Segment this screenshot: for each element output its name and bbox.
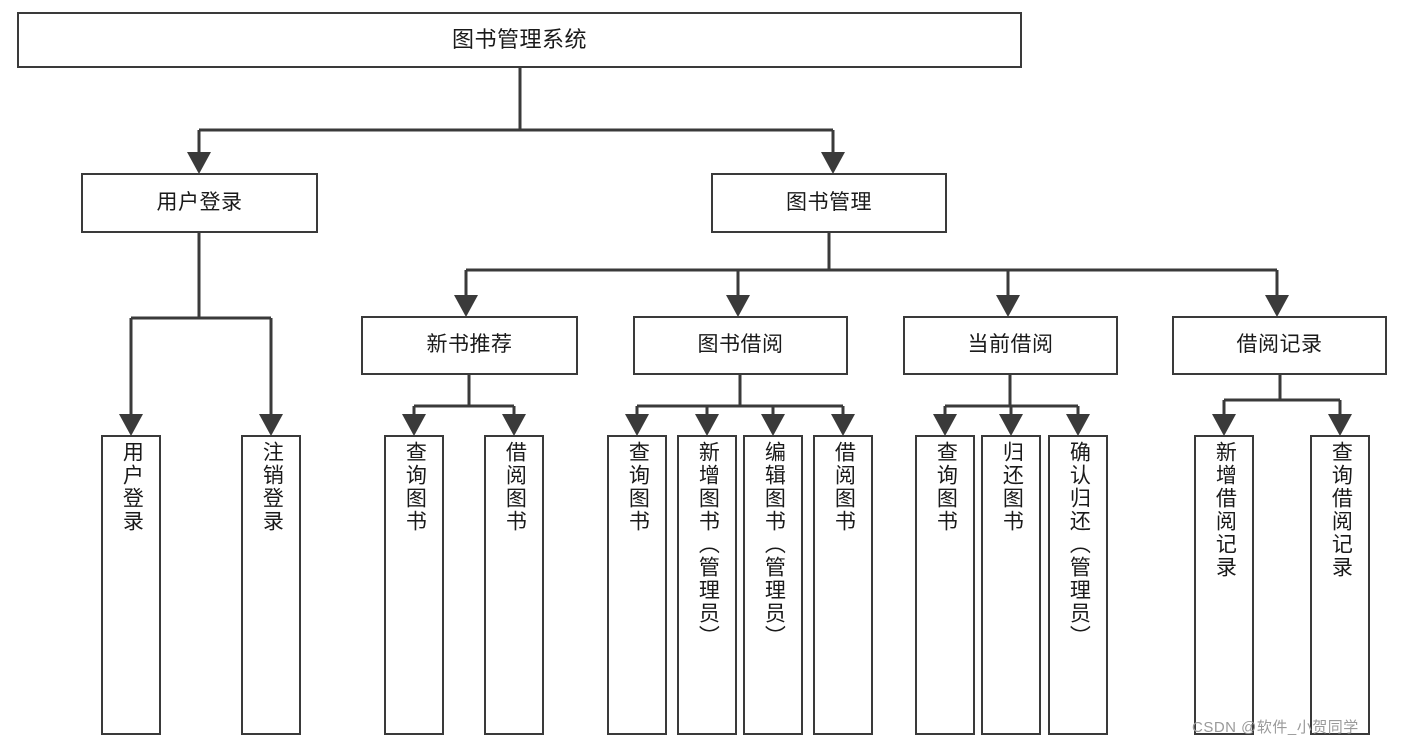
node-label: 查询借阅记录 — [1329, 441, 1353, 579]
watermark: CSDN @软件_小贺同学 — [1192, 719, 1359, 736]
node-leaf-user-login[interactable]: 用户登录 — [101, 435, 161, 735]
node-new-book-recommend[interactable]: 新书推荐 — [361, 316, 578, 375]
node-label: 图书借阅 — [697, 333, 784, 357]
node-leaf-query-book-3[interactable]: 查询图书 — [915, 435, 975, 735]
node-label: 新增图书（管理员） — [696, 441, 720, 648]
node-book-manage[interactable]: 图书管理 — [711, 173, 947, 233]
node-label: 查询图书 — [403, 441, 427, 533]
node-label: 编辑图书（管理员） — [762, 441, 786, 648]
node-label: 当前借阅 — [967, 333, 1054, 357]
node-leaf-user-logout[interactable]: 注销登录 — [241, 435, 301, 735]
node-label: 归还图书 — [1000, 441, 1024, 533]
node-label: 新书推荐 — [426, 333, 513, 357]
node-root-system[interactable]: 图书管理系统 — [17, 12, 1022, 68]
node-leaf-add-book[interactable]: 新增图书（管理员） — [677, 435, 737, 735]
node-label: 用户登录 — [156, 190, 243, 214]
node-label: 查询图书 — [626, 441, 650, 533]
node-label: 新增借阅记录 — [1213, 441, 1237, 579]
node-user-login[interactable]: 用户登录 — [81, 173, 318, 233]
node-label: 注销登录 — [260, 441, 284, 533]
node-leaf-query-record[interactable]: 查询借阅记录 — [1310, 435, 1370, 735]
node-leaf-add-record[interactable]: 新增借阅记录 — [1194, 435, 1254, 735]
node-label: 借阅图书 — [832, 441, 856, 533]
node-leaf-borrow-book-2[interactable]: 借阅图书 — [813, 435, 873, 735]
node-label: 查询图书 — [934, 441, 958, 533]
node-book-borrow[interactable]: 图书借阅 — [633, 316, 848, 375]
node-label: 借阅记录 — [1236, 333, 1323, 357]
node-leaf-query-book-2[interactable]: 查询图书 — [607, 435, 667, 735]
node-label: 图书管理系统 — [451, 27, 587, 53]
node-label: 借阅图书 — [503, 441, 527, 533]
node-leaf-edit-book[interactable]: 编辑图书（管理员） — [743, 435, 803, 735]
node-leaf-confirm-return[interactable]: 确认归还（管理员） — [1048, 435, 1108, 735]
node-leaf-return-book[interactable]: 归还图书 — [981, 435, 1041, 735]
node-label: 确认归还（管理员） — [1067, 441, 1091, 648]
node-label: 图书管理 — [786, 190, 872, 214]
node-borrow-record[interactable]: 借阅记录 — [1172, 316, 1387, 375]
node-label: 用户登录 — [120, 441, 144, 533]
node-current-borrow[interactable]: 当前借阅 — [903, 316, 1118, 375]
node-leaf-query-book-1[interactable]: 查询图书 — [384, 435, 444, 735]
node-leaf-borrow-book-1[interactable]: 借阅图书 — [484, 435, 544, 735]
